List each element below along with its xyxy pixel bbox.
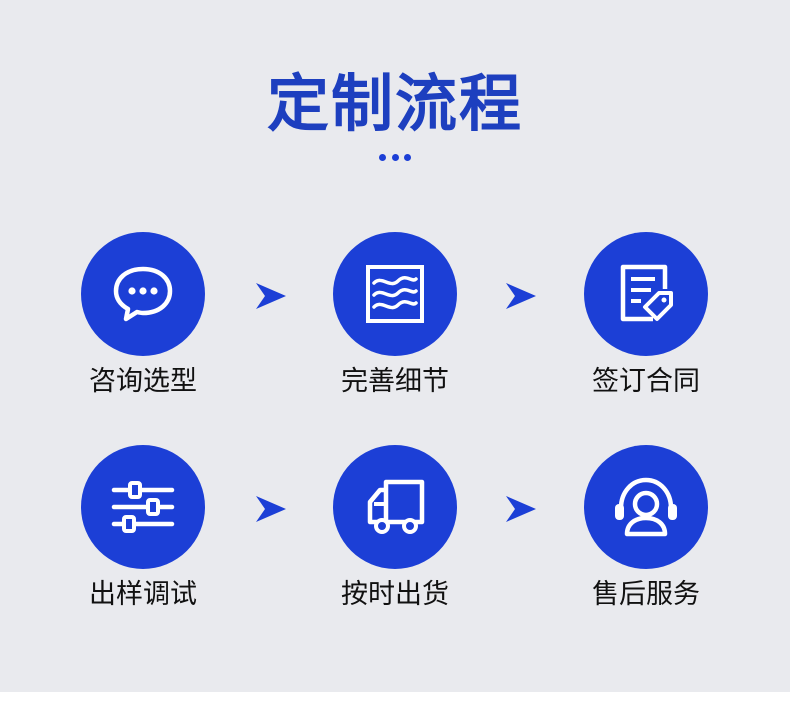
arrow-right-icon — [256, 283, 286, 309]
step-circle — [584, 445, 708, 569]
step-label: 按时出货 — [341, 579, 449, 610]
step-circle — [333, 232, 457, 356]
chat-bubble-icon — [113, 266, 173, 322]
step-label: 签订合同 — [592, 366, 700, 397]
step-circle — [81, 445, 205, 569]
page-title: 定制流程 — [266, 67, 523, 140]
headset-service-icon — [615, 477, 677, 537]
wave-pattern-icon — [366, 265, 424, 323]
title-dots — [379, 154, 411, 162]
step-label: 完善细节 — [341, 366, 449, 397]
step-circle — [81, 232, 205, 356]
title-dot — [391, 154, 399, 161]
step-label: 出样调试 — [89, 579, 197, 610]
step-circle — [584, 232, 708, 356]
arrow-right-icon — [506, 496, 536, 522]
sliders-icon — [111, 481, 175, 533]
arrow-right-icon — [506, 283, 536, 309]
step-circle — [333, 445, 457, 569]
delivery-truck-icon — [367, 479, 425, 534]
arrow-right-icon — [256, 496, 286, 522]
title-dot — [404, 154, 411, 161]
contract-document-icon — [620, 264, 673, 322]
title-dot — [379, 154, 386, 161]
step-label: 咨询选型 — [89, 366, 197, 397]
bottom-strip — [0, 692, 790, 703]
step-label: 售后服务 — [592, 579, 700, 610]
